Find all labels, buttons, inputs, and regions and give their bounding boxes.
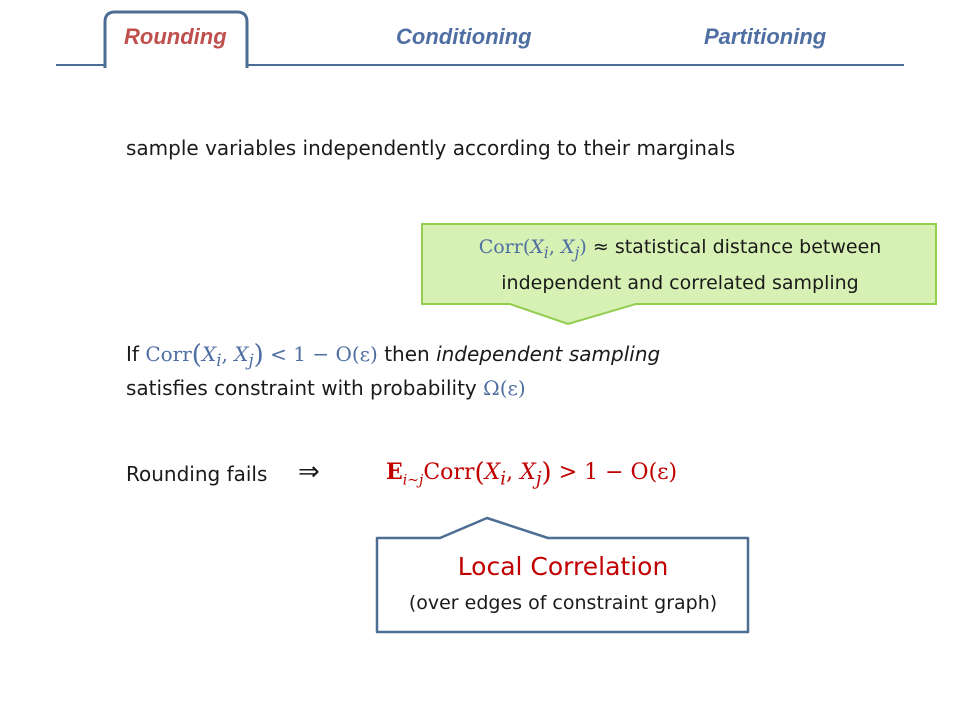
independent-sampling-text: independent sampling bbox=[436, 342, 661, 366]
sample-variables-text: sample variables independently according… bbox=[126, 136, 736, 160]
local-correlation-box bbox=[375, 516, 750, 634]
callout-line-2: independent and correlated sampling bbox=[501, 272, 859, 294]
active-tab-outline bbox=[103, 10, 249, 68]
callout-bubble bbox=[421, 223, 937, 326]
if-condition-line: If Corr(Xi, Xj) < 1 − O(ε) then independ… bbox=[126, 340, 661, 370]
implies-arrow: ⇒ bbox=[298, 457, 320, 487]
satisfies-line: satisfies constraint with probability Ω(… bbox=[126, 376, 526, 400]
expected-corr-expression: Ei~jCorr(Xi, Xj) > 1 − O(ε) bbox=[386, 458, 678, 490]
tab-rounding[interactable]: Rounding bbox=[124, 24, 227, 49]
tab-partitioning[interactable]: Partitioning bbox=[704, 24, 827, 49]
rounding-fails-text: Rounding fails bbox=[126, 462, 268, 486]
tab-bar-line bbox=[56, 64, 904, 66]
tab-conditioning[interactable]: Conditioning bbox=[396, 24, 532, 49]
less-than-bound: < 1 − O(ε) bbox=[270, 342, 378, 366]
local-correlation-subtitle: (over edges of constraint graph) bbox=[408, 592, 718, 614]
callout-line-1: Corr(Xi, Xj) ≈ statistical distance betw… bbox=[478, 236, 882, 262]
omega-epsilon: Ω(ε) bbox=[483, 376, 526, 400]
statistical-distance-text: ≈ statistical distance between bbox=[592, 236, 882, 258]
corr-func: Corr bbox=[478, 236, 523, 258]
local-correlation-title: Local Correlation bbox=[457, 552, 669, 581]
